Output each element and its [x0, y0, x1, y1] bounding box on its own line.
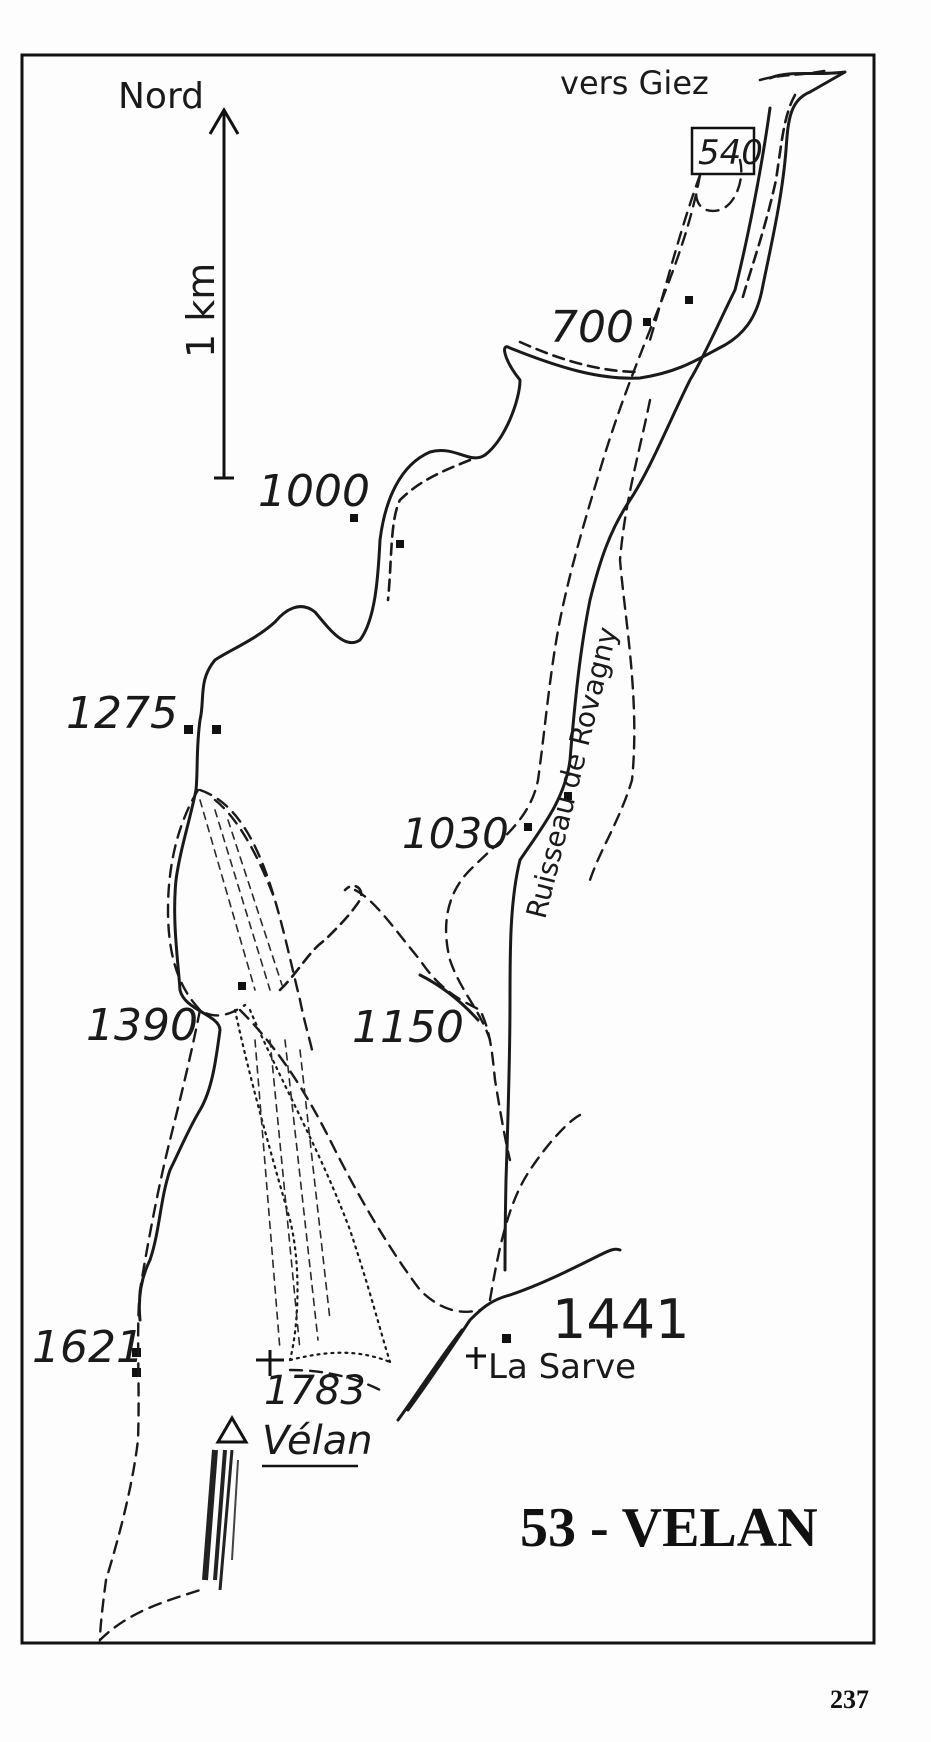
waypoint-marker [524, 823, 532, 831]
altitude-540: 540 [698, 133, 763, 173]
waypoint-marker [564, 792, 572, 800]
cliff-hatching [202, 1449, 239, 1591]
altitude-700: 700 [550, 302, 634, 353]
waypoint-marker [238, 982, 246, 990]
altitude-1275: 1275 [66, 688, 178, 739]
altitude-1390: 1390 [86, 1000, 198, 1051]
la-sarve-road-inner [396, 1328, 464, 1422]
slope-hatching [199, 799, 331, 1351]
la-sarve-road [406, 1247, 622, 1412]
altitude-1621: 1621 [32, 1322, 144, 1373]
waypoint-marker [184, 725, 193, 734]
waypoint-marker [643, 318, 651, 326]
altitude-1000: 1000 [258, 466, 370, 517]
waypoint-marker [350, 514, 358, 522]
ridge-spur [278, 884, 363, 992]
main-road [137, 70, 847, 1322]
stream-trail-east [588, 398, 652, 882]
descent-to-la-sarve [238, 1008, 482, 1313]
summit-cross-icon [256, 1350, 284, 1376]
waypoint-marker [502, 1334, 511, 1343]
dotted-route-ridge [248, 1008, 392, 1364]
altitude-1150: 1150 [352, 1002, 464, 1053]
stream-road [503, 106, 772, 1272]
trail-summit-approach [288, 1368, 382, 1392]
cross-icon [466, 1347, 486, 1369]
summit-triangle-icon [215, 1415, 249, 1444]
trail-1390-loop [198, 788, 314, 1052]
page-number: 237 [830, 1685, 869, 1714]
waypoint-marker [132, 1348, 141, 1357]
trail-la-sarve-east [488, 1113, 582, 1302]
start-box [690, 126, 756, 176]
road-1150 [418, 973, 480, 1022]
north-arrow-icon [208, 107, 240, 480]
west-trail [98, 788, 247, 1643]
waypoint-marker [396, 540, 404, 548]
route-title: 53 - VELAN [520, 1497, 818, 1559]
waypoint-marker [132, 1368, 141, 1377]
summit-label: Vélan [262, 1418, 373, 1464]
waypoint-marker [212, 725, 221, 734]
altitude-1783: 1783 [264, 1368, 366, 1414]
waypoint-marker [685, 296, 693, 304]
scale-label: 1 km [179, 263, 223, 358]
altitude-1441: 1441 [552, 1288, 689, 1351]
pass-label: La Sarve [488, 1347, 636, 1387]
trail-540-loop [648, 158, 743, 342]
map-frame [20, 53, 876, 1645]
stream-trail-west [444, 173, 702, 1042]
destination-label: vers Giez [560, 64, 709, 102]
north-label: Nord [118, 76, 204, 117]
altitude-1030: 1030 [402, 809, 509, 858]
